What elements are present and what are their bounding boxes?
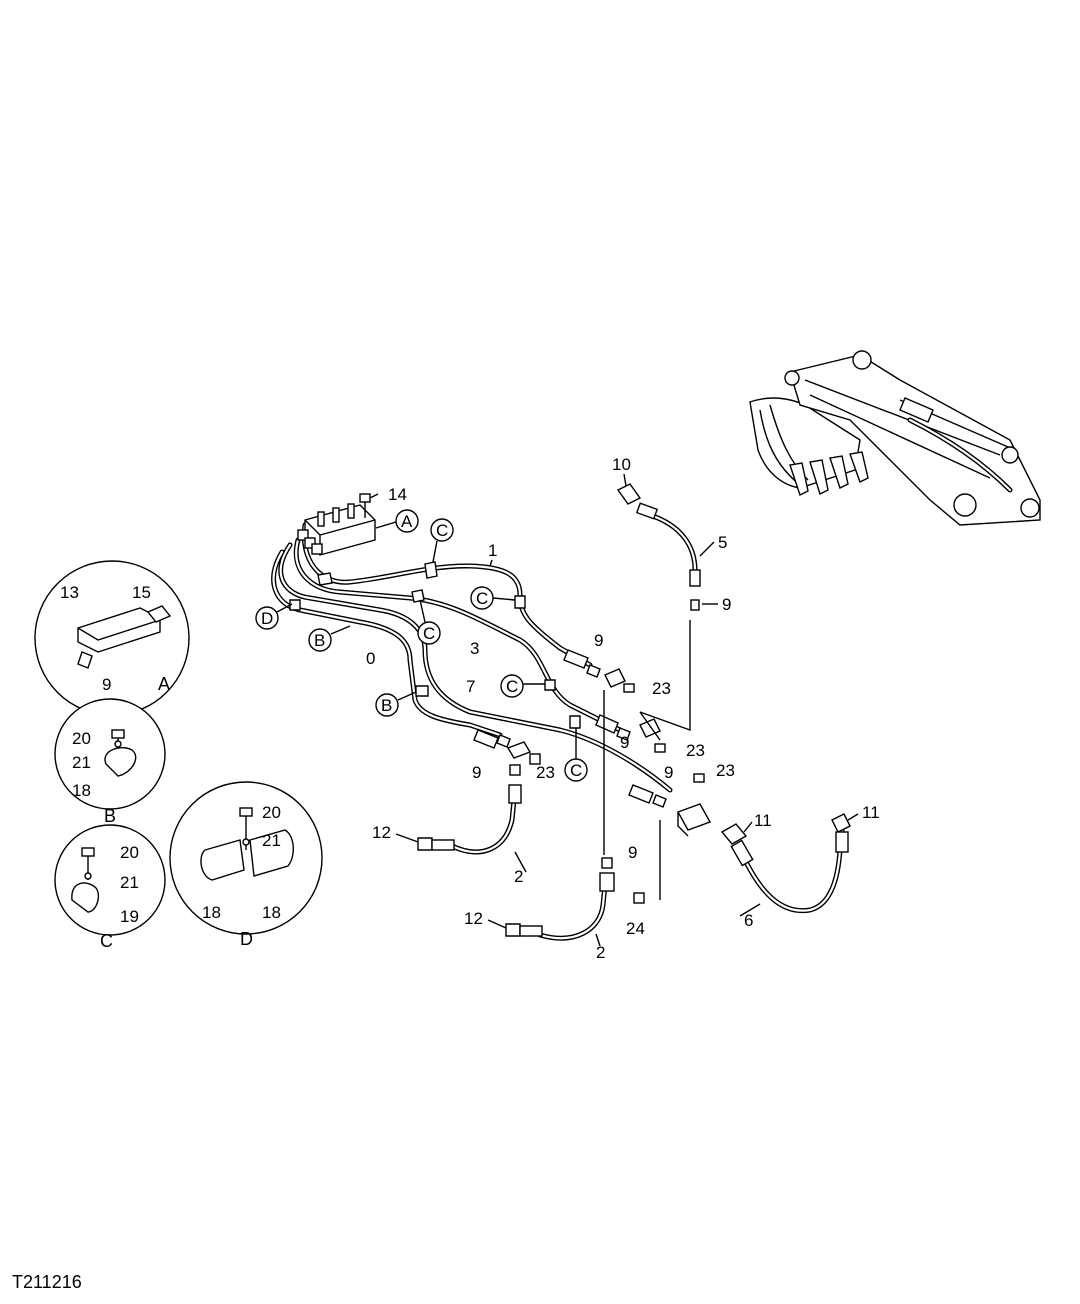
callout-14: 14 <box>388 485 407 504</box>
callout-23-upper: 23 <box>652 679 671 698</box>
ref-c-2: C <box>476 589 488 608</box>
detail-b-label-21: 21 <box>72 753 91 772</box>
callout-3: 3 <box>470 639 479 658</box>
ref-b-2: B <box>381 696 392 715</box>
detail-c-label-19: 19 <box>120 907 139 926</box>
figure-id: T211216 <box>12 1272 82 1292</box>
callout-5: 5 <box>718 533 727 552</box>
detail-a: 13 15 9 A <box>34 560 190 716</box>
callout-23-mid: 23 <box>686 741 705 760</box>
callout-12-lower: 12 <box>464 909 483 928</box>
ref-c-5: C <box>570 761 582 780</box>
callout-1: 1 <box>488 541 497 560</box>
callout-24: 24 <box>626 919 645 938</box>
ref-b-1: B <box>314 631 325 650</box>
callout-6: 6 <box>744 911 753 930</box>
callout-12-upper: 12 <box>372 823 391 842</box>
excavator-arm-illustration <box>749 350 1041 526</box>
detail-b-label-18: 18 <box>72 781 91 800</box>
detail-a-label-9: 9 <box>102 675 111 694</box>
detail-b-label-20: 20 <box>72 729 91 748</box>
part-callouts: 14 1 10 5 9 9 3 0 23 7 9 23 9 23 9 23 11… <box>366 455 880 962</box>
reference-letters: A C C C D B C B C <box>255 509 588 782</box>
callout-9-bottom: 9 <box>628 843 637 862</box>
manifold-and-fittings <box>289 483 851 937</box>
callout-23-lower: 23 <box>536 763 555 782</box>
callout-11-right: 11 <box>862 803 880 822</box>
ref-c-4: C <box>506 677 518 696</box>
detail-d-label-21: 21 <box>262 831 281 850</box>
callout-9-right: 9 <box>722 595 731 614</box>
detail-a-title: A <box>158 674 170 694</box>
hydraulic-hoses <box>271 512 845 941</box>
detail-d-label-18-left: 18 <box>202 903 221 922</box>
callout-9-lower-right: 9 <box>664 763 673 782</box>
callout-23-right: 23 <box>716 761 735 780</box>
callout-9-mid: 9 <box>620 733 629 752</box>
detail-d-title: D <box>240 929 253 949</box>
callout-2-upper: 2 <box>514 867 523 886</box>
detail-c: 20 21 19 C <box>54 824 166 951</box>
callout-2-lower: 2 <box>596 943 605 962</box>
detail-a-label-13: 13 <box>60 583 79 602</box>
detail-c-title: C <box>100 931 113 951</box>
callout-0: 0 <box>366 649 375 668</box>
detail-c-label-21: 21 <box>120 873 139 892</box>
detail-b: 20 21 18 B <box>54 698 166 826</box>
callout-10: 10 <box>612 455 631 474</box>
detail-d: 20 21 18 18 D <box>169 781 323 949</box>
detail-d-label-18-right: 18 <box>262 903 281 922</box>
ref-c-3: C <box>423 624 435 643</box>
callout-11-left: 11 <box>754 811 772 830</box>
ref-d: D <box>261 609 273 628</box>
ref-a: A <box>401 512 413 531</box>
detail-b-title: B <box>104 806 116 826</box>
ref-c-1: C <box>436 521 448 540</box>
detail-a-label-15: 15 <box>132 583 151 602</box>
callout-9-upper: 9 <box>594 631 603 650</box>
detail-c-label-20: 20 <box>120 843 139 862</box>
detail-d-label-20: 20 <box>262 803 281 822</box>
callout-9-left: 9 <box>472 763 481 782</box>
callout-7: 7 <box>466 677 475 696</box>
